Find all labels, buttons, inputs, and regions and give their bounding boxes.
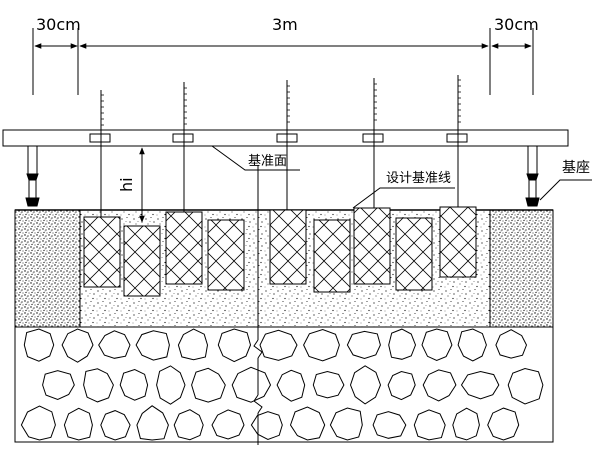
rubble-stone <box>372 411 407 439</box>
dim-label-right: 30cm <box>494 15 539 34</box>
support-right <box>525 145 540 207</box>
design-line-label: 设计基准线 <box>386 171 451 186</box>
leaders <box>211 145 592 209</box>
rubble-stone <box>289 406 326 441</box>
rubble-stone <box>63 407 93 441</box>
clamp <box>446 133 468 143</box>
rubble-stone <box>421 328 453 362</box>
rubble-stone <box>98 330 131 359</box>
rubble-stone <box>346 330 381 360</box>
rubble-stone <box>42 370 75 401</box>
rubble-stone <box>119 368 149 401</box>
rubble-stone <box>136 405 169 441</box>
rubble-stone <box>329 407 363 441</box>
block <box>395 217 433 291</box>
rubble-stone <box>349 365 382 405</box>
center-break-line <box>253 165 263 445</box>
rubble-stone <box>20 405 56 441</box>
block <box>83 216 121 288</box>
rubble-stone <box>211 409 245 440</box>
rubble-stone <box>191 367 226 403</box>
rubble-stone <box>156 365 186 405</box>
rubble-stone <box>231 366 272 403</box>
rubble-subbase <box>14 326 554 443</box>
rubble-stone <box>387 370 416 401</box>
block <box>313 219 351 293</box>
rubble-stone <box>507 367 544 405</box>
base-right <box>489 209 554 328</box>
block <box>353 207 391 285</box>
rubble-stone <box>61 328 94 363</box>
rubble-stone <box>303 328 340 362</box>
rubble-stone <box>177 328 209 361</box>
hi-label: hi <box>117 177 136 192</box>
leader-base <box>539 179 592 201</box>
measuring-rods <box>100 75 459 212</box>
block <box>269 209 307 285</box>
rubble-stone <box>413 409 446 441</box>
block <box>123 225 161 297</box>
rubble-stone <box>276 369 306 402</box>
block <box>207 219 245 291</box>
dim-label-center: 3m <box>272 15 298 34</box>
dimension-lines <box>32 28 534 95</box>
rod-tips <box>100 196 459 217</box>
paving-blocks <box>83 206 477 297</box>
support-left <box>25 145 40 207</box>
block <box>439 206 477 278</box>
rubble-stone <box>100 410 131 441</box>
rubble-stone <box>452 407 480 441</box>
rubble-stone <box>460 370 500 400</box>
rod-ticks <box>101 79 461 126</box>
leader-datum <box>211 145 300 171</box>
rubble-stone <box>259 329 298 361</box>
rubble-stone <box>312 370 345 399</box>
rubble-stone <box>173 409 204 441</box>
rubble-stones <box>20 328 544 441</box>
leader-design-line <box>352 187 455 209</box>
clamp <box>172 133 194 143</box>
rubble-stone <box>217 328 252 363</box>
dim-label-left: 30cm <box>36 15 81 34</box>
clamp <box>89 133 111 143</box>
rubble-stone <box>422 369 457 402</box>
rubble-stone <box>388 328 417 360</box>
rubble-stone <box>457 328 487 362</box>
rubble-stone <box>250 411 283 441</box>
base-label: 基座 <box>562 159 590 176</box>
datum-plane-label: 基准面 <box>248 154 287 169</box>
block <box>165 211 203 285</box>
base-left <box>14 209 81 328</box>
rubble-stone <box>23 328 55 362</box>
rubble-stone <box>495 329 528 359</box>
rubble-stone <box>83 368 114 403</box>
clamp <box>362 133 384 143</box>
rubble-stone <box>487 407 520 441</box>
rubble-stone <box>135 330 170 361</box>
